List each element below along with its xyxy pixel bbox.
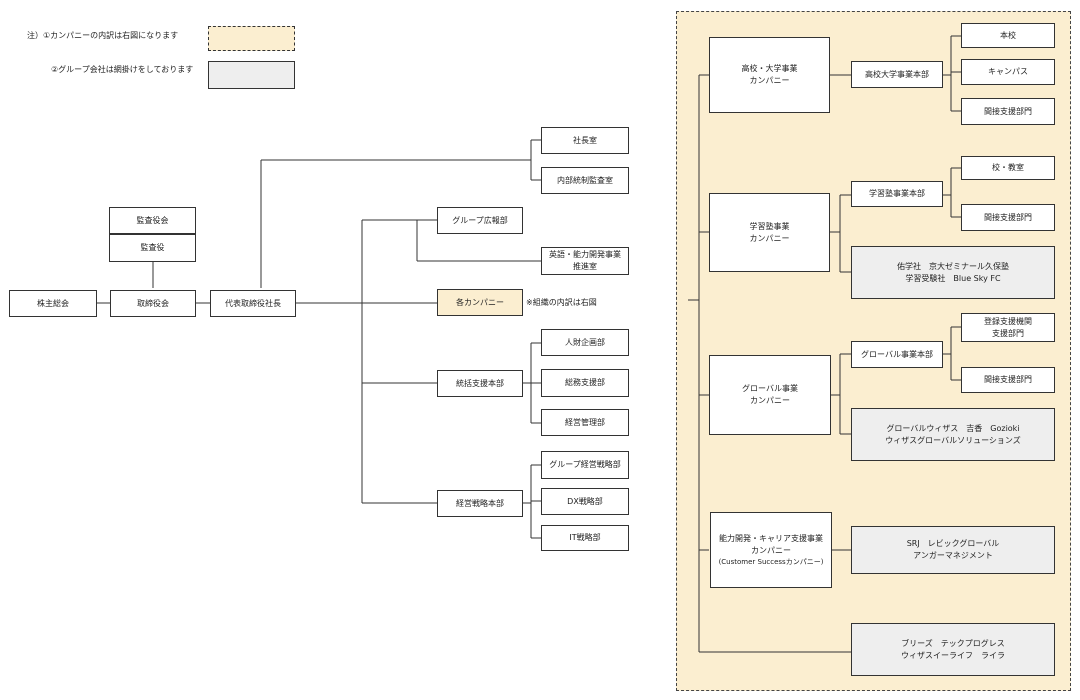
president-box: 代表取締役社長 <box>210 290 296 317</box>
hr-planning-box: 人財企画部 <box>541 329 629 356</box>
indirect-support-box-2: 間接支援部門 <box>961 204 1055 231</box>
global-hq-box: グローバル事業本部 <box>851 341 943 368</box>
legend-swatch-group <box>208 61 295 89</box>
other-group-companies-box: ブリーズ テックプログレス ウィザスイーライフ ライラ <box>851 623 1055 676</box>
career-company-line-1: 能力開発・キャリア支援事業 <box>719 533 823 543</box>
juku-company-box: 学習塾事業 カンパニー <box>709 193 830 272</box>
global-company-box: グローバル事業 カンパニー <box>709 355 831 435</box>
board-box: 取締役会 <box>110 290 196 317</box>
juku-hq-box: 学習塾事業本部 <box>851 181 943 207</box>
juku-group-companies-box: 佑学社 京大ゼミナール久保塾 学習受験社 Blue Sky FC <box>851 246 1055 299</box>
campus-box: キャンパス <box>961 59 1055 85</box>
legend-note-1: 注）①カンパニーの内訳は右図になります <box>27 31 179 40</box>
audit-board-box: 監査役会 <box>109 207 196 234</box>
it-box: IT戦略部 <box>541 525 629 551</box>
career-group-companies-box: SRJ レビックグローバル アンガーマネジメント <box>851 526 1055 574</box>
main-school-box: 本校 <box>961 23 1055 48</box>
general-affairs-box: 総務支援部 <box>541 369 629 397</box>
english-dev-box: 英語・能力開発事業 推進室 <box>541 247 629 275</box>
dx-box: DX戦略部 <box>541 488 629 515</box>
legend-swatch-company <box>208 26 295 51</box>
auditor-box: 監査役 <box>109 234 196 262</box>
indirect-support-box-1: 間接支援部門 <box>961 98 1055 125</box>
president-office-box: 社長室 <box>541 127 629 154</box>
registration-support-box: 登録支援機関 支援部門 <box>961 313 1055 342</box>
group-strategy-box: グループ経営戦略部 <box>541 451 629 479</box>
companies-box: 各カンパニー <box>437 289 523 316</box>
hs-univ-hq-box: 高校大学事業本部 <box>851 61 943 88</box>
career-company-line-2: カンパニー <box>751 545 791 555</box>
global-group-companies-box: グローバルウィザス 吉香 Gozioki ウィザスグローバルソリューションズ <box>851 408 1055 461</box>
companies-note: ※組織の内訳は右図 <box>526 298 597 307</box>
management-box: 経営管理部 <box>541 409 629 436</box>
school-classroom-box: 校・教室 <box>961 156 1055 180</box>
strategy-box: 経営戦略本部 <box>437 490 523 517</box>
hs-univ-company-box: 高校・大学事業 カンパニー <box>709 37 830 113</box>
indirect-support-box-3: 間接支援部門 <box>961 367 1055 393</box>
legend-note-2: ②グループ会社は網掛けをしております <box>51 65 194 74</box>
group-pr-box: グループ広報部 <box>437 207 523 234</box>
general-support-box: 統括支援本部 <box>437 370 523 397</box>
career-company-line-3: (Customer Successカンパニー) <box>718 557 824 566</box>
career-company-box: 能力開発・キャリア支援事業 カンパニー (Customer Successカンパ… <box>710 512 832 588</box>
internal-audit-box: 内部統制監査室 <box>541 167 629 194</box>
shareholders-box: 株主総会 <box>9 290 97 317</box>
